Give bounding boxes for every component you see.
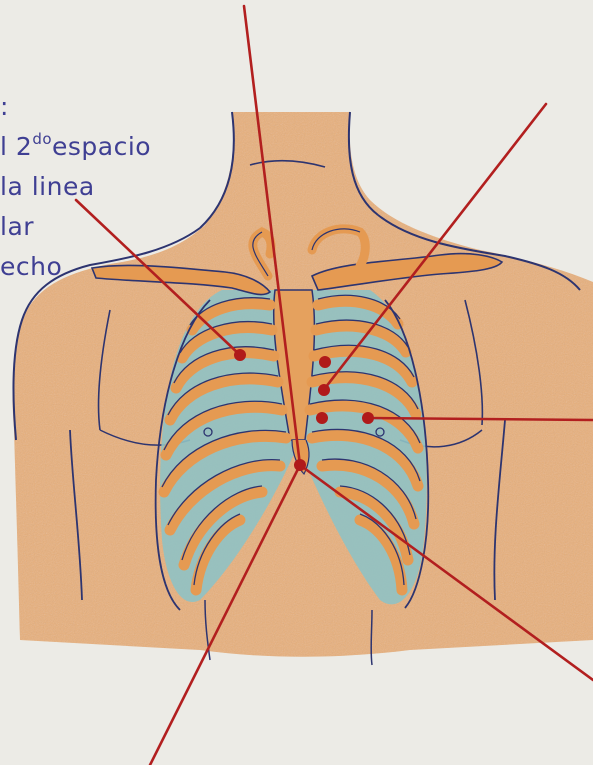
annotation-line-1: : — [0, 92, 9, 121]
marker-tricuspid — [316, 412, 328, 424]
marker-pulmonary — [319, 356, 331, 368]
marker-aortic — [234, 349, 246, 361]
annotation-line-2-sup: do — [32, 130, 52, 148]
abdomen-right-line — [371, 610, 372, 665]
marker-xiphoid — [294, 459, 306, 471]
annotation-line-2-end: espacio — [52, 132, 151, 161]
annotation-line-4: lar — [0, 212, 34, 241]
annotation-line-2: l 2doespacio — [0, 132, 151, 161]
marker-mitral — [362, 412, 374, 424]
marker-third-space — [318, 384, 330, 396]
annotation-line-2-start: l 2 — [0, 132, 32, 161]
annotation-line-3: la linea — [0, 172, 95, 201]
annotation-line-5: echo — [0, 252, 62, 281]
